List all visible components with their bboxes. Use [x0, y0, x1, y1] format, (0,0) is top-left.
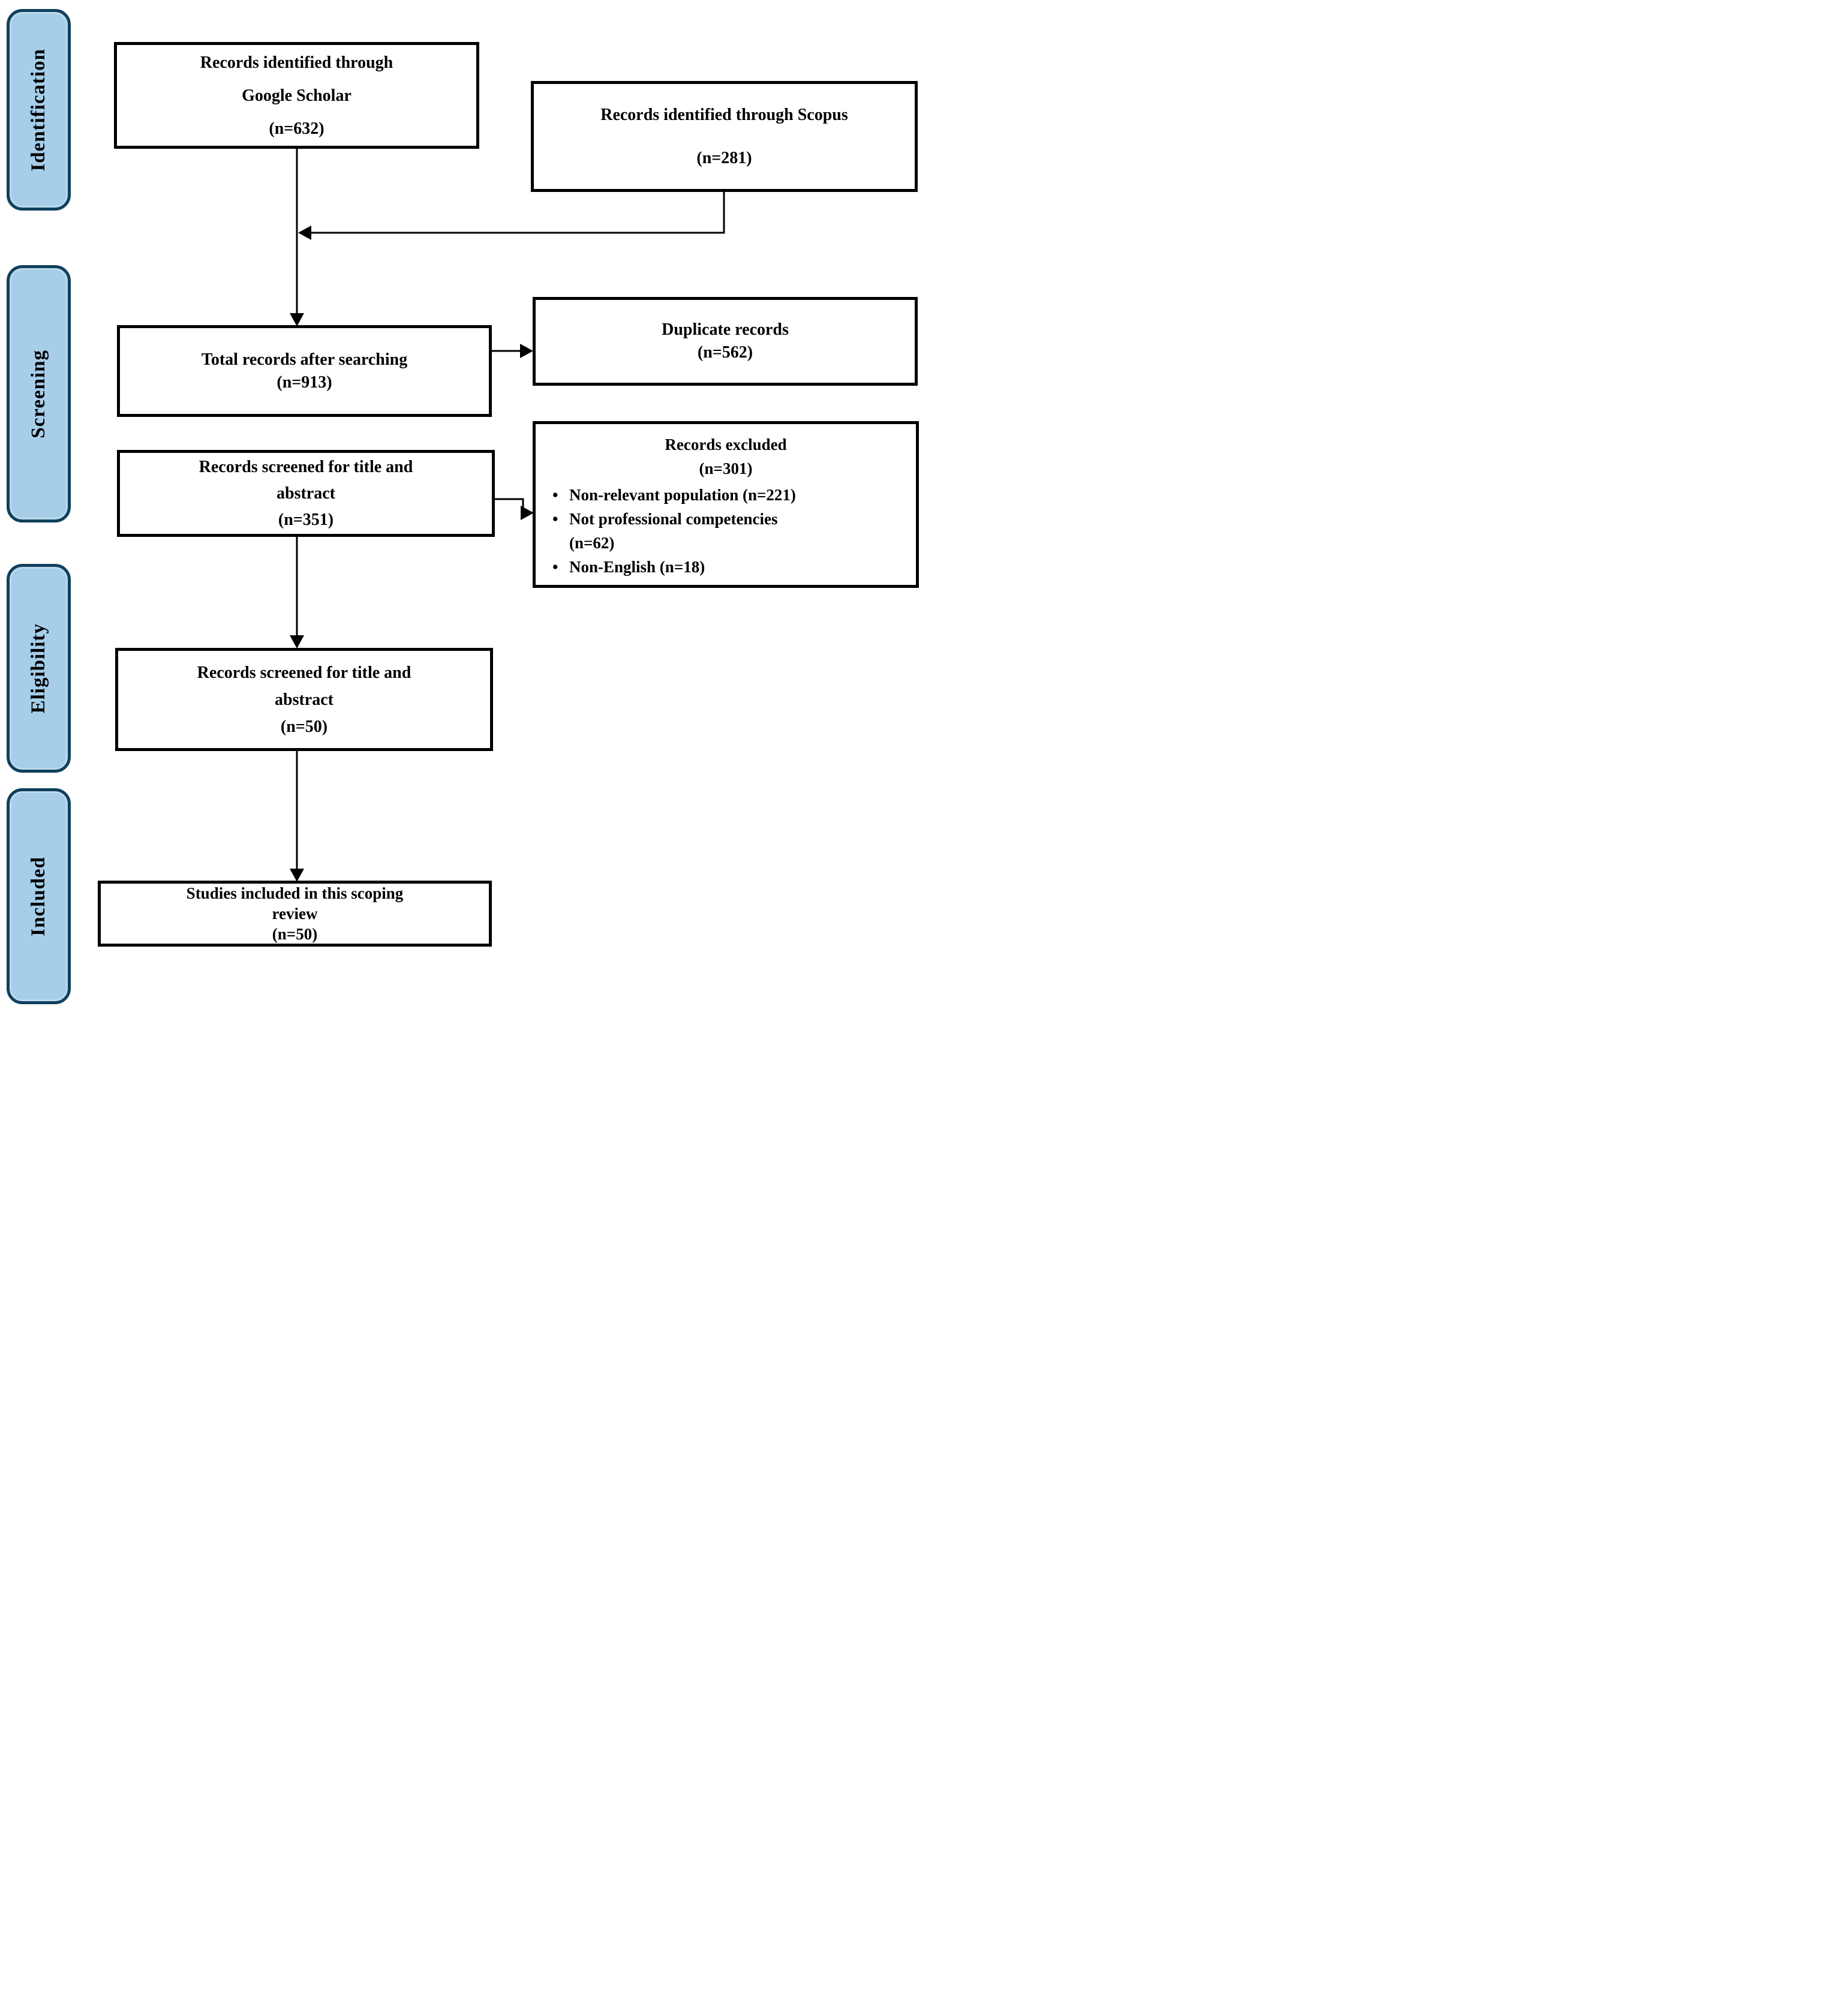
excluded-reason-item: • Non-English (n=18) — [546, 555, 905, 579]
box-count: (n=50) — [280, 717, 328, 736]
box-text-line: Duplicate records — [662, 320, 789, 339]
excluded-reason-text: Non-relevant population (n=221) — [569, 486, 796, 504]
excluded-reason-item: • Not professional competencies (n=62) — [546, 507, 905, 555]
connector-total-to-duplicates — [492, 344, 533, 358]
excluded-count: (n=301) — [699, 460, 753, 478]
stage-label-identification: Identification — [28, 48, 49, 172]
connector-screened-to-eligibility — [290, 537, 304, 648]
box-text-line: Google Scholar — [242, 86, 351, 105]
stage-label-screening: Screening — [28, 349, 49, 439]
connector-google-scholar-to-total — [290, 149, 304, 326]
connector-layer — [290, 149, 725, 882]
box-count: (n=281) — [696, 148, 752, 167]
box-text-line: Records screened for title and — [197, 663, 411, 682]
connector-screened-to-excluded — [495, 498, 534, 520]
excluded-reason-text: Not professional competencies (n=62) — [569, 510, 778, 552]
box-text-line: Records identified through — [200, 53, 393, 72]
box-duplicate-records: Duplicate records (n=562) — [533, 297, 918, 386]
box-text-line: abstract — [277, 484, 335, 503]
box-text-line: Total records after searching — [201, 350, 408, 369]
box-count: (n=351) — [278, 510, 334, 529]
box-records-screened-351: Records screened for title and abstract … — [117, 450, 495, 537]
box-count: (n=632) — [269, 119, 324, 138]
stage-label-eligibility: Eligibility — [28, 623, 49, 714]
box-records-screened-50: Records screened for title and abstract … — [115, 648, 493, 751]
stage-pill-eligibility: Eligibility — [7, 564, 71, 773]
prisma-flow-diagram: Identification Screening Eligibility Inc… — [0, 0, 924, 1005]
box-count: (n=913) — [277, 373, 332, 392]
box-records-google-scholar: Records identified through Google Schola… — [114, 42, 479, 149]
excluded-title: Records excluded — [665, 436, 787, 454]
stage-pill-included: Included — [7, 788, 71, 1004]
stage-pill-identification: Identification — [7, 9, 71, 211]
bullet-icon: • — [552, 486, 558, 504]
box-total-records: Total records after searching (n=913) — [117, 325, 492, 417]
bullet-icon: • — [552, 510, 558, 528]
connector-scopus-merge-arrow — [298, 192, 725, 240]
box-count: (n=562) — [697, 343, 753, 362]
box-records-excluded: Records excluded (n=301) • Non-relevant … — [533, 421, 919, 588]
excluded-reason-text: Non-English (n=18) — [569, 558, 705, 576]
box-studies-included: Studies included in this scoping review … — [98, 881, 492, 947]
box-count: (n=50) — [272, 925, 318, 943]
box-text-line: Records identified through Scopus — [600, 105, 848, 124]
bullet-icon: • — [552, 558, 558, 576]
connector-eligibility-to-included — [290, 751, 304, 882]
excluded-reasons-list: • Non-relevant population (n=221) • Not … — [546, 483, 905, 579]
box-text-line: review — [272, 905, 318, 923]
stage-pill-screening: Screening — [7, 265, 71, 522]
box-text-line: Records screened for title and — [199, 457, 413, 476]
box-records-scopus: Records identified through Scopus (n=281… — [531, 81, 918, 192]
stage-label-included: Included — [28, 856, 49, 936]
excluded-reason-item: • Non-relevant population (n=221) — [546, 483, 905, 507]
box-text-line: abstract — [275, 690, 333, 709]
box-text-line: Studies included in this scoping — [186, 884, 404, 902]
